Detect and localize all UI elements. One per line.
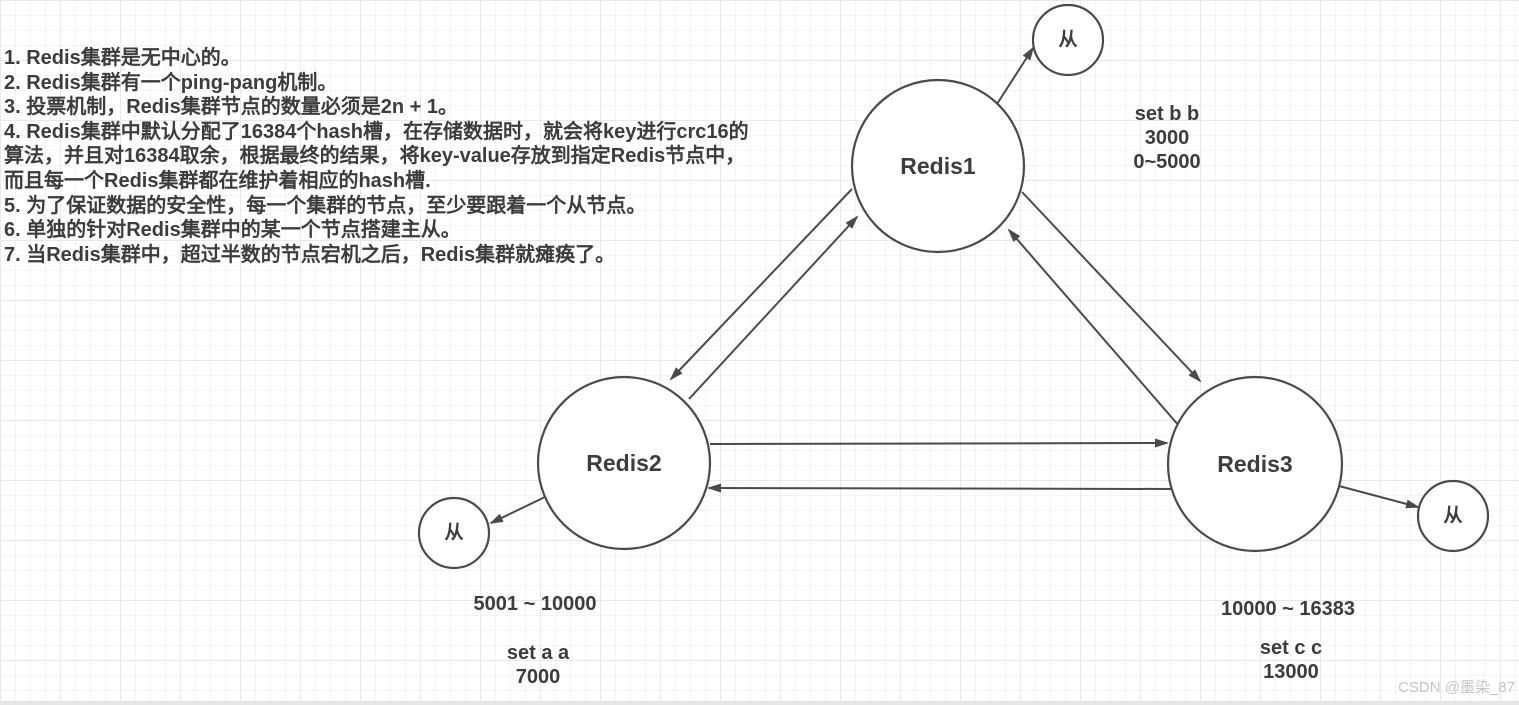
annotation-redis1-slot-note-line: 0~5000 <box>1133 151 1201 173</box>
edge-redis1-to-redis3 <box>1021 191 1202 383</box>
node-slave-of-redis2-label: 从 <box>444 522 463 544</box>
edge-redis3-to-redis2 <box>707 483 1173 493</box>
annotation-redis1-slot-note-line: set b b <box>1134 103 1200 125</box>
edges-layer <box>489 46 1420 524</box>
note-line-6: 6. 单独的针对Redis集群中的某一个节点搭建主从。 <box>4 219 461 242</box>
annotation-redis2-slot-note-line: 7000 <box>515 666 561 688</box>
note-line-1: 1. Redis集群是无中心的。 <box>4 47 241 69</box>
edge-redis2-to-redis3 <box>709 438 1169 448</box>
annotation-redis2-slot-note-line: set a a <box>506 642 570 664</box>
node-slave-of-redis1-label: 从 <box>1058 29 1077 51</box>
note-line-5: 5. 为了保证数据的安全性，每一个集群的节点，至少要跟着一个从节点。 <box>4 194 647 217</box>
node-slave-of-redis1-circle <box>1031 3 1105 77</box>
edge-redis2-to-redis1 <box>688 215 859 400</box>
note-line-4: 4. Redis集群中默认分配了16384个hash槽，在存储数据时，就会将ke… <box>4 120 749 192</box>
notes-list: 1. Redis集群是无中心的。 2. Redis集群有一个ping-pang机… <box>4 46 760 267</box>
node-redis3-label: Redis3 <box>1217 451 1292 477</box>
edge-redis2-to-slave2 <box>489 496 546 524</box>
annotation-redis2-range-line: 5001 ~ 10000 <box>473 593 597 615</box>
csdn-watermark: CSDN @墨染_87 <box>1398 679 1515 696</box>
note-line-3: 3. 投票机制，Redis集群节点的数量必须是2n + 1。 <box>4 96 458 119</box>
annotation-redis3-slot-note-line: set c c <box>1259 637 1323 659</box>
note-line-2: 2. Redis集群有一个ping-pang机制。 <box>4 71 338 94</box>
annotation-redis2-range: 5001 ~ 10000 <box>474 592 597 616</box>
annotation-redis1-slot-note-line: 3000 <box>1144 127 1190 149</box>
note-line-7: 7. 当Redis集群中，超过半数的节点宕机之后，Redis集群就瘫痪了。 <box>4 243 616 266</box>
edge-redis1-to-slave1 <box>996 46 1035 105</box>
annotation-redis3-range: 10000 ~ 16383 <box>1221 597 1355 621</box>
annotation-redis3-range-line: 10000 ~ 16383 <box>1220 598 1356 620</box>
annotation-redis3-slot-note-line: 13000 <box>1263 661 1319 683</box>
node-slave-of-redis3-circle <box>1416 479 1490 553</box>
edge-redis3-to-slave3 <box>1338 485 1420 509</box>
node-slave-of-redis3-label: 从 <box>1443 505 1462 527</box>
node-redis2-label: Redis2 <box>586 450 661 476</box>
node-redis3-circle <box>1166 375 1344 553</box>
node-redis2-circle <box>536 375 712 551</box>
edge-redis3-to-redis1 <box>1007 228 1181 428</box>
node-redis1-circle <box>850 78 1026 254</box>
node-redis1-label: Redis1 <box>900 153 976 179</box>
bottom-edge <box>0 701 1519 705</box>
edge-redis1-to-redis2 <box>669 188 853 381</box>
node-slave-of-redis2-circle <box>417 496 491 570</box>
